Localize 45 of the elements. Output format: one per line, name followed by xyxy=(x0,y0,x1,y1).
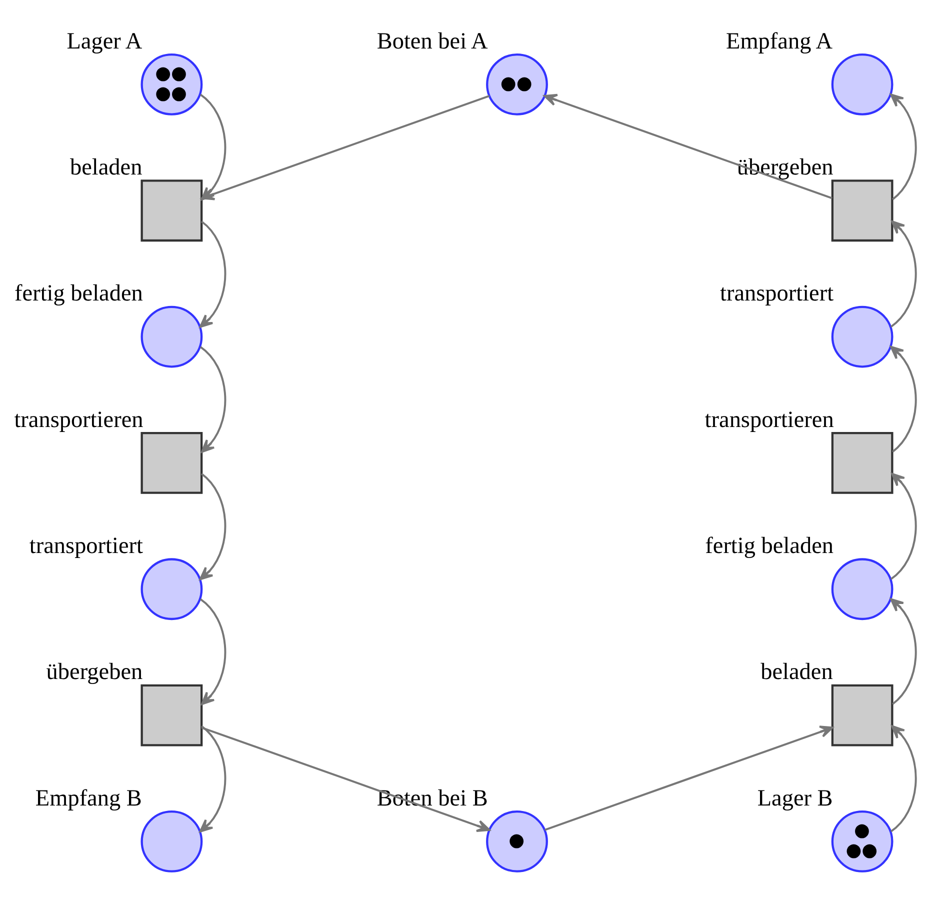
arrow xyxy=(890,220,916,328)
node-circle: ●● xyxy=(486,52,548,115)
node-box xyxy=(140,432,202,494)
arrow xyxy=(198,220,226,328)
node-box xyxy=(830,179,893,242)
arrow xyxy=(890,598,916,704)
node-circle xyxy=(140,810,202,872)
arrow xyxy=(890,345,916,452)
node-circle: ●● ●● xyxy=(140,52,202,115)
node-label: beladen xyxy=(760,658,832,685)
node-box xyxy=(830,432,893,494)
node-box xyxy=(140,684,202,746)
node-label: Empfang B xyxy=(34,784,142,811)
node-circle: ● xyxy=(486,810,548,872)
node-label: Lager A xyxy=(66,28,142,54)
arrow xyxy=(890,472,916,580)
arrow xyxy=(890,724,916,832)
node-label: transportieren xyxy=(704,406,834,432)
node-label: beladen xyxy=(69,154,142,180)
node-circle xyxy=(830,558,893,620)
node-circle xyxy=(140,558,202,620)
node-circle xyxy=(830,305,893,368)
arrow xyxy=(890,93,916,200)
node-box xyxy=(830,684,893,746)
arrow xyxy=(198,724,226,832)
arrow xyxy=(544,725,833,830)
arrow xyxy=(199,346,226,452)
node-label: Empfang A xyxy=(726,28,832,54)
node-label: transportiert xyxy=(720,280,834,306)
node-label: übergeben xyxy=(46,658,142,685)
node-label: Lager B xyxy=(756,784,832,811)
node-circle xyxy=(140,305,202,368)
arrow xyxy=(199,598,226,705)
arrow xyxy=(200,726,490,832)
node-label: transportieren xyxy=(14,406,143,432)
arrow xyxy=(198,472,226,580)
node-label: transportiert xyxy=(28,532,142,558)
node-label: fertig beladen xyxy=(704,532,834,558)
node-label: fertig beladen xyxy=(14,280,142,306)
node-box xyxy=(140,179,202,242)
arrow xyxy=(543,93,832,199)
node-label: übergeben xyxy=(736,154,833,180)
node-circle: ● ●● xyxy=(830,810,893,872)
node-label: Boten bei A xyxy=(376,28,488,54)
node-circle xyxy=(830,52,893,115)
